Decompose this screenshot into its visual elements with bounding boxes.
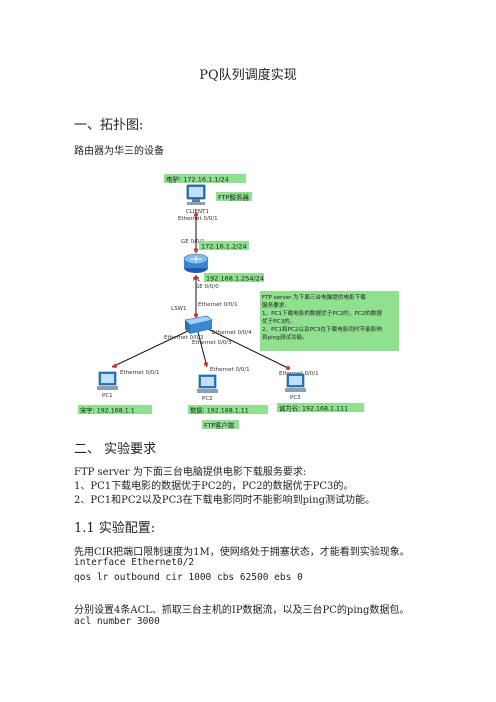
note-line-4: 优于PC3的。 — [262, 317, 295, 325]
pc3-name: PC3 — [290, 395, 301, 401]
switch-port-mid: Ethernet 0/0/3 — [192, 340, 232, 346]
pc1-name: PC1 — [102, 393, 113, 399]
label-bg — [216, 192, 252, 201]
client-tag: FTP客户端 — [204, 421, 235, 430]
server-name: CLIENT1 — [186, 209, 209, 215]
code-line-3: acl number 3000 — [74, 616, 160, 627]
switch-name: LSW1 — [171, 306, 187, 312]
note-line-5: 2、PC1和PC2以及PC3在下载电影同时不能影响 — [262, 325, 382, 333]
server-ip-label: 电驴: 172.16.1.1/24 — [166, 175, 229, 184]
port-dot — [194, 313, 198, 317]
note-line-3: 1、PC1下载电影的数据优于PC2的，PC2的数据 — [262, 309, 382, 317]
note-line-1: FTP server 为下面三台电脑提供电影下载 — [262, 293, 366, 301]
sub-heading: 1.1 实验配置: — [74, 521, 156, 536]
server-tag: FTP服务器 — [218, 193, 250, 202]
port-dot — [194, 213, 198, 217]
pc2-port: Ethernet 0/0/1 — [210, 367, 250, 373]
label-bg — [188, 405, 268, 414]
router-icon — [183, 253, 209, 273]
label-bg — [164, 174, 246, 183]
port-dot — [194, 276, 198, 280]
port-dot — [194, 248, 198, 252]
pc1-port: Ethernet 0/0/1 — [120, 370, 160, 376]
code-line-1: interface Ethernet0/2 — [74, 557, 195, 568]
pc3-label: 诚为谷: 192.168.1.111 — [279, 404, 348, 413]
para-2: 分别设置4条ACL、抓取三台主机的IP数据流，以及三台PC的ping数据包。 — [74, 605, 410, 616]
label-bg — [277, 403, 364, 412]
req-2: 2、PC1和PC2以及PC3在下载电影同时不能影响到ping测试功能。 — [74, 495, 376, 506]
req-1: 1、PC1下载电影的数据优于PC2的，PC2的数据优于PC3的。 — [74, 481, 354, 492]
switch-port-left: Ethernet 0/0/2 — [164, 335, 204, 341]
para-1: 先用CIR把端口限制速度为1M，使网络处于拥塞状态，才能看到实验现象。 — [74, 547, 410, 558]
pc2-icon — [197, 374, 218, 393]
port-dot — [286, 366, 290, 370]
pc1-icon — [97, 371, 118, 390]
note-line-2: 服务要求: — [262, 301, 286, 309]
doc-title: PQ队列调度实现 — [199, 68, 297, 83]
link-switch-pc3 — [205, 327, 291, 370]
code-line-2: qos lr outbound cir 1000 cbs 62500 ebs 0 — [74, 572, 303, 583]
link-switch-pc2 — [197, 331, 208, 368]
label-bg — [204, 273, 264, 282]
router-down-ip: 192.168.1.254/24 — [206, 275, 264, 283]
switch-port-up: Ethernet 0/0/1 — [198, 302, 238, 308]
pc1-label: 宋宇: 192.168.1.1 — [80, 406, 135, 415]
server-icon — [186, 184, 206, 205]
section2-heading: 二、 实验要求 — [74, 442, 157, 457]
req-intro: FTP server 为下面三台电脑提供电影下载服务要求: — [74, 467, 307, 478]
pc2-label: 数据: 192.168.1.11 — [190, 406, 249, 415]
router-port-up: GE 0/0/1 — [181, 239, 205, 245]
port-dot — [113, 364, 117, 368]
router-up-ip: 172.16.1.2/24 — [201, 243, 247, 251]
note-line-6: 到ping测试功能。 — [262, 333, 308, 341]
label-bg — [202, 420, 239, 429]
label-bg — [199, 241, 249, 250]
switch-port-right: Ethernet 0/0/4 — [212, 330, 252, 336]
router-port-down: GE 0/0/0 — [195, 284, 219, 290]
topology-diagram: 电驴: 172.16.1.1/24 FTP服务器 CLIENT1 Etherne… — [78, 174, 399, 430]
link-switch-pc1 — [111, 329, 191, 368]
router-name: R1 — [193, 277, 200, 283]
requirements-note-bg — [260, 291, 399, 351]
port-dot — [204, 362, 208, 366]
pc2-name: PC2 — [202, 396, 213, 402]
section1-note: 路由器为华三的设备 — [74, 146, 164, 157]
pc3-icon — [285, 373, 306, 392]
switch-icon — [184, 315, 213, 334]
section1-heading: 一、拓扑图: — [74, 118, 144, 133]
label-bg — [78, 405, 152, 414]
server-port: Ethernet 0/0/1 — [178, 216, 218, 222]
